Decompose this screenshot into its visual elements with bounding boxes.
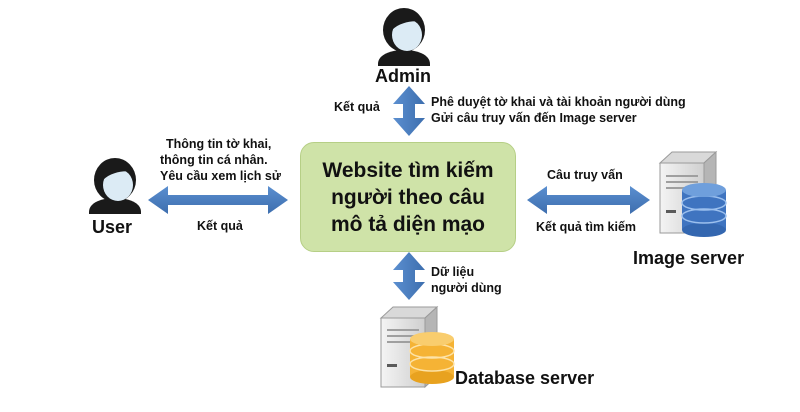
user-edge-result-label: Kết quả	[197, 219, 243, 233]
db-edge-line-2: người dùng	[431, 281, 502, 295]
user-label: User	[92, 217, 133, 237]
image-server-double-arrow	[527, 186, 650, 214]
image-edge-result-label: Kết quả tìm kiếm	[536, 220, 637, 234]
user-edge-line-3: Yêu cầu xem lịch sử	[160, 169, 281, 183]
center-line-1: Website tìm kiếm	[322, 158, 494, 182]
image-edge-query-label: Câu truy vấn	[547, 168, 623, 182]
admin-edge-approve-label: Phê duyệt tờ khai và tài khoản người dùn…	[431, 95, 686, 109]
database-server-label: Database server	[455, 368, 595, 388]
database-double-arrow	[393, 252, 425, 300]
admin-edge-result-label: Kết quả	[334, 100, 380, 114]
user-edge-line-1: Thông tin tờ khai,	[166, 137, 272, 151]
admin-person-icon	[378, 8, 430, 66]
admin-label: Admin	[375, 66, 431, 86]
image-server-label: Image server	[633, 248, 745, 268]
user-person-icon	[89, 158, 141, 214]
admin-double-arrow	[393, 86, 425, 136]
website-center-box: Website tìm kiếm người theo câu mô tả di…	[300, 142, 516, 252]
database-server-icon	[379, 305, 455, 389]
db-edge-line-1: Dữ liệu	[431, 265, 475, 279]
user-double-arrow	[148, 186, 288, 214]
admin-edge-query-label: Gửi câu truy vấn đến Image server	[431, 111, 637, 125]
user-edge-line-2: thông tin cá nhân.	[160, 153, 268, 167]
center-line-2: người theo câu	[331, 185, 485, 209]
image-server-icon	[658, 150, 727, 237]
center-line-3: mô tả diện mạo	[330, 212, 486, 236]
